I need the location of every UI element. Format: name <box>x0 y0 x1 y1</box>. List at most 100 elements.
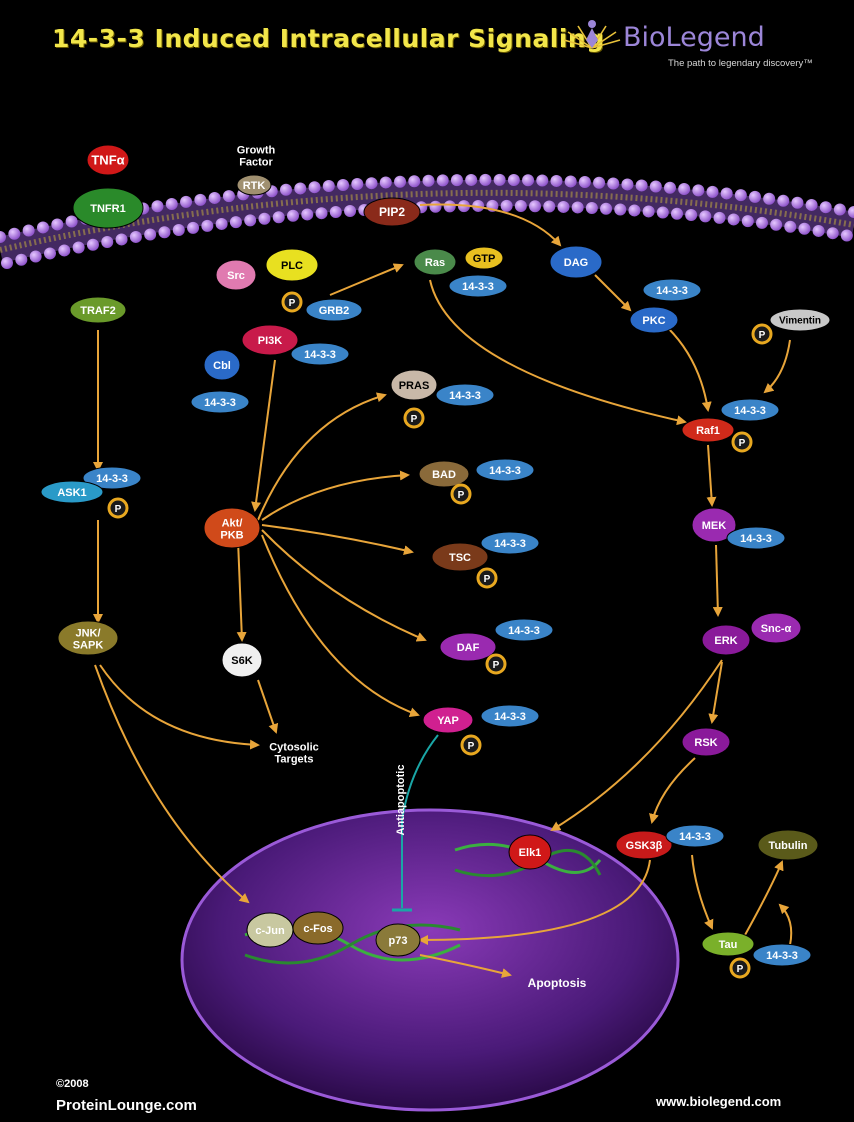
raf1: Raf1 <box>681 417 735 443</box>
pras-p: P <box>403 407 425 429</box>
pras-p-shape <box>403 407 425 429</box>
pkc-14-3-3: 14-3-3 <box>642 278 702 302</box>
pkc-label: PKC <box>642 315 665 327</box>
bad-shape <box>418 460 470 488</box>
jnk-sapk: JNK/SAPK <box>57 620 119 656</box>
pip2-label: PIP2 <box>379 205 405 219</box>
tau-14-3-3-label: 14-3-3 <box>766 950 798 962</box>
elk1-label: Elk1 <box>519 847 542 859</box>
pi3k: PI3K <box>241 324 299 356</box>
ras-shape <box>413 248 457 276</box>
c-jun: c-Jun <box>246 912 294 948</box>
rtk-receptor-shape <box>236 174 272 196</box>
pip2: PIP2 <box>363 197 421 227</box>
daf-14-3-3-shape <box>494 618 554 642</box>
tau: Tau <box>701 931 755 957</box>
src: Src <box>215 259 257 291</box>
tau-14-3-3-shape <box>752 943 812 967</box>
bad-14-3-3: 14-3-3 <box>475 458 535 482</box>
yap-p-label: P <box>468 741 475 752</box>
pras: PRAS <box>390 369 438 401</box>
tsc-14-3-3-label: 14-3-3 <box>494 538 526 550</box>
daf-14-3-3: 14-3-3 <box>494 618 554 642</box>
grb2: GRB2 <box>305 298 363 322</box>
tubulin-shape <box>757 829 819 861</box>
raf1-p-shape <box>731 431 753 453</box>
arrows <box>93 203 793 978</box>
bad-14-3-3-label: 14-3-3 <box>489 465 521 477</box>
yap-14-3-3-shape <box>480 704 540 728</box>
gsk3b-label: GSK3β <box>626 840 663 852</box>
p73-label: p73 <box>389 935 408 947</box>
apoptosis-label: Apoptosis <box>528 976 587 990</box>
rsk-shape <box>681 727 731 757</box>
pras-shape <box>390 369 438 401</box>
bad-p: P <box>450 483 472 505</box>
tnf-alpha-shape <box>86 144 130 176</box>
erk-label: ERK <box>714 635 737 647</box>
daf-shape <box>439 632 497 662</box>
pi3k-shape <box>241 324 299 356</box>
tsc-14-3-3-shape <box>480 531 540 555</box>
tau-label: Tau <box>719 939 738 951</box>
yap-p-shape <box>460 734 482 756</box>
traf2: TRAF2 <box>69 296 127 324</box>
raf1-14-3-3-label: 14-3-3 <box>734 405 766 417</box>
pi3k-14-3-3: 14-3-3 <box>290 342 350 366</box>
pi3k-14-3-3-shape <box>290 342 350 366</box>
vimentin-p-shape <box>751 323 773 345</box>
biolegend-logo-icon <box>563 20 621 49</box>
pkc-14-3-3-label: 14-3-3 <box>656 285 688 297</box>
akt-pkb-label: Akt/PKB <box>220 517 243 541</box>
brand-name: BioLegend <box>623 22 765 53</box>
c-fos-shape <box>292 911 344 945</box>
tsc-p-shape <box>476 567 498 589</box>
tnfr1-receptor: TNFR1 <box>72 187 144 229</box>
bad-p-label: P <box>458 490 465 501</box>
cbl-shape <box>203 349 241 381</box>
bad-label: BAD <box>432 469 456 481</box>
brand-logo-block: BioLegend The path to legendary discover… <box>560 18 840 78</box>
src-label: Src <box>227 270 245 282</box>
antiapoptotic-label: Antiapoptotic <box>395 765 407 836</box>
ask1-p-label: P <box>115 504 122 515</box>
apoptosis: Apoptosis <box>528 976 587 990</box>
daf: DAF <box>439 632 497 662</box>
gsk3b-14-3-3-shape <box>665 824 725 848</box>
erk: ERK <box>701 624 751 656</box>
raf1-p: P <box>731 431 753 453</box>
mek-14-3-3-shape <box>726 526 786 550</box>
ask1-shape <box>40 480 104 504</box>
plc-label: PLC <box>281 260 303 272</box>
traf2-label: TRAF2 <box>80 305 115 317</box>
bad-14-3-3-shape <box>475 458 535 482</box>
pras-14-3-3-label: 14-3-3 <box>449 390 481 402</box>
ask1-p-shape <box>107 497 129 519</box>
bad: BAD <box>418 460 470 488</box>
s6k: S6K <box>221 642 263 678</box>
ras-14-3-3-label: 14-3-3 <box>462 281 494 293</box>
pi3k-14-3-3-label: 14-3-3 <box>304 349 336 361</box>
snc-alpha-label: Snc-α <box>761 623 792 635</box>
yap-14-3-3-label: 14-3-3 <box>494 711 526 723</box>
rsk: RSK <box>681 727 731 757</box>
pras-14-3-3-shape <box>435 383 495 407</box>
tau-shape <box>701 931 755 957</box>
vimentin-p-label: P <box>759 330 766 341</box>
tsc-p-label: P <box>484 574 491 585</box>
tsc-14-3-3: 14-3-3 <box>480 531 540 555</box>
raf1-p-label: P <box>739 438 746 449</box>
gsk3b: GSK3β <box>615 830 673 860</box>
ask1-label: ASK1 <box>57 487 86 499</box>
raf1-label: Raf1 <box>696 425 720 437</box>
elk1-shape <box>508 834 552 870</box>
daf-p: P <box>485 653 507 675</box>
tnf-alpha: TNFα <box>86 144 130 176</box>
vimentin-label: Vimentin <box>779 316 821 327</box>
daf-p-shape <box>485 653 507 675</box>
raf1-14-3-3: 14-3-3 <box>720 398 780 422</box>
grb2-p-shape <box>281 291 303 313</box>
elk1: Elk1 <box>508 834 552 870</box>
